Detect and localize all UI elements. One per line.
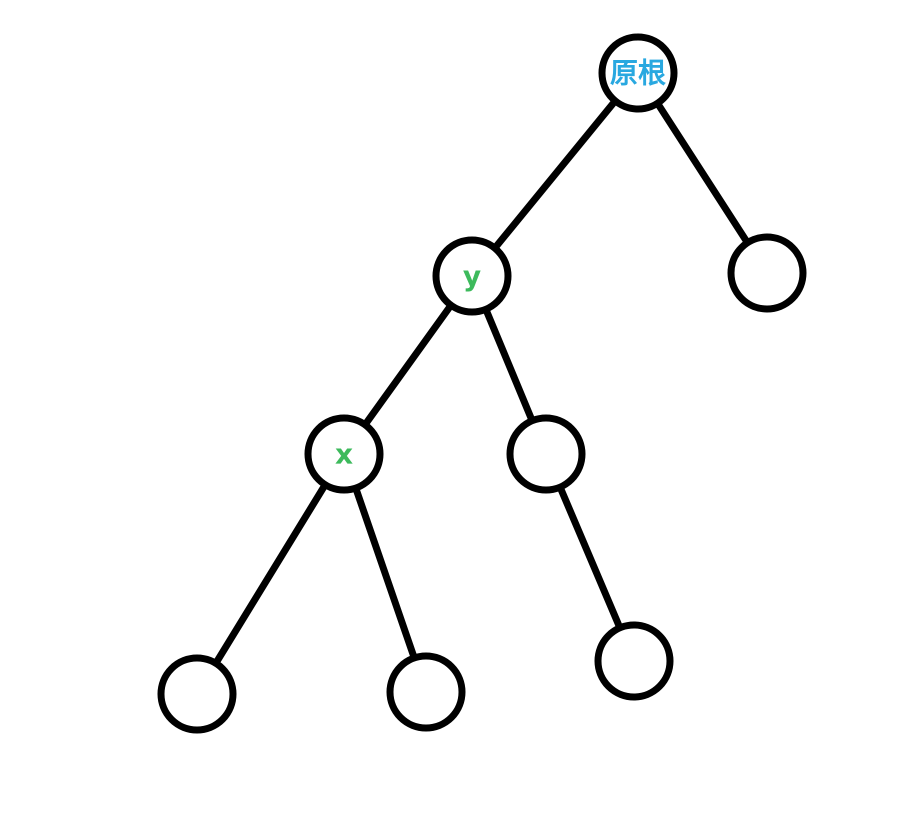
tree-node-y: y: [432, 236, 512, 316]
node-label: 原根: [610, 57, 666, 90]
tree-node-x-left: [157, 654, 237, 734]
node-circle: [432, 236, 512, 316]
tree-node-root: 原根: [598, 33, 678, 113]
node-label: y: [463, 260, 481, 293]
node-circle: [727, 233, 807, 313]
node-circle: [598, 33, 678, 113]
node-circle: [506, 414, 586, 494]
node-circle: [304, 414, 384, 494]
node-circle: [157, 654, 237, 734]
tree-node-x: x: [304, 414, 384, 494]
node-circle: [386, 652, 466, 732]
edges-layer: [193, 69, 771, 698]
tree-node-y-right: [506, 414, 586, 494]
tree-node-x-right: [386, 652, 466, 732]
edge-x-x_left: [193, 450, 348, 698]
node-circle: [594, 621, 674, 701]
nodes-layer: 原根 y x: [157, 33, 807, 734]
node-label: x: [335, 438, 353, 471]
edge-root-root_right: [634, 69, 771, 277]
edge-x-x_right: [340, 450, 430, 696]
edge-root-y: [468, 69, 642, 280]
tree-node-root-right: [727, 233, 807, 313]
tree-node-y-right-child: [594, 621, 674, 701]
